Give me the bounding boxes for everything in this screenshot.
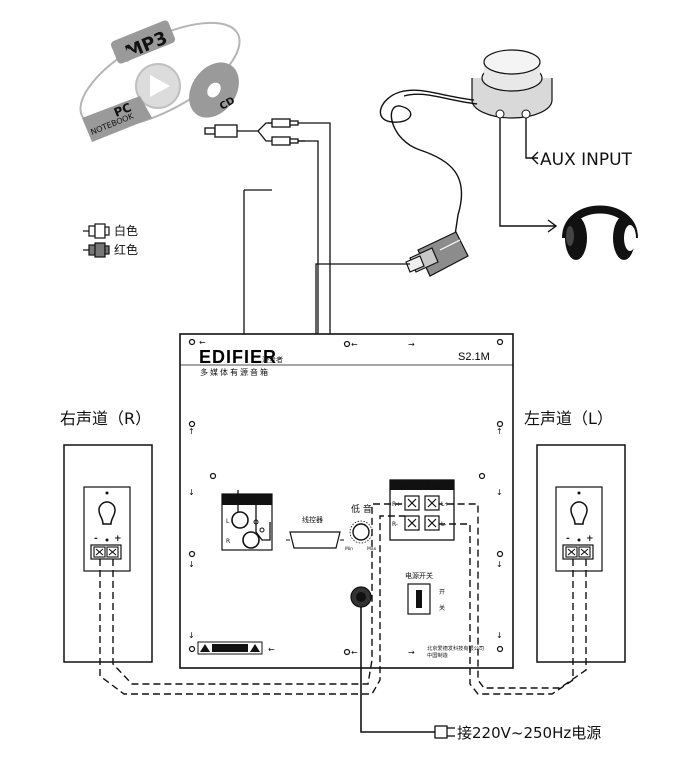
warning-icon [250,644,260,652]
warning-label-strip [197,641,263,655]
terminal-minus-label: - [94,534,98,544]
bass-label: 低 音 [351,503,372,515]
product-desc: 多媒体有源音箱 [200,367,270,377]
bass-max: Max [367,546,377,552]
terminal-minus-label: - [566,534,570,544]
power-plug-icon [434,725,448,739]
bass-min: Min [345,546,353,552]
left-channel-label: 左声道（L） [524,409,613,428]
controller-aux-jack-icon [521,109,531,119]
controller-cable [379,89,478,236]
small-arrow-icon: ← [199,338,206,347]
company-line1: 北京爱德发科技有限公司 [427,644,484,652]
keyhole-mount-icon [570,501,588,525]
small-arrow-icon: ← [268,645,275,654]
small-arrow-icon: → [408,648,415,657]
terminal-plus-label: + [586,534,594,544]
line-in-R-text: R [226,538,230,545]
small-arrow-icon: ↓ [188,488,195,497]
play-arrow-icon [127,48,139,62]
line-in-L-text: L [226,518,230,525]
controller-port-label: 线控器 [302,515,323,524]
cd-disc-icon: CD [189,62,239,118]
controller-db9-connector [405,231,469,277]
power-switch-block: 电源开关 开 关 [405,571,445,615]
screw-icon [478,472,486,480]
small-arrow-icon: ↑ [496,427,503,436]
power-on-label: 开 [439,589,445,596]
line-in-panel: 线路输入 L R [221,493,273,551]
screw-icon [209,472,217,480]
screw-icon [188,550,196,558]
small-arrow-icon: ↓ [496,488,503,497]
controller-port[interactable]: 线控器 [286,515,344,549]
line-in-R-jack[interactable] [242,531,260,549]
legend-red-plug-icon [83,242,110,258]
small-arrow-icon: ↑ [188,427,195,436]
power-switch-label: 电源开关 [405,571,433,580]
legend: 白色 红色 [83,223,138,258]
power-cord [360,607,455,739]
aux-input-label: AUX INPUT [540,150,633,170]
brand-sub: 漫步者 [262,355,283,364]
screw-icon [188,420,196,428]
satellite-output-panel: 输出至卫星箱 R+ L+ R- L- [389,479,455,541]
small-arrow-icon: ↓ [496,631,503,640]
legend-red-label: 红色 [114,242,138,257]
screw-icon [496,420,504,428]
model-number: S2.1M [458,351,490,363]
brand-logo: EDIFIER [199,347,277,367]
right-channel-label: 右声道（R） [60,409,151,428]
terminal-R-minus-label: R- [392,521,398,528]
legend-white-label: 白色 [114,223,138,238]
right-channel-speaker: - + [63,444,153,663]
warning-icon [200,644,210,652]
play-icon [150,75,170,97]
small-arrow-icon: ↓ [188,631,195,640]
company-line2: 中国制造 [427,651,449,659]
legend-white-plug-icon [83,223,110,239]
headphones-icon [562,205,638,260]
screw-icon [496,645,504,653]
small-arrow-icon: ↓ [496,560,503,569]
screw-icon [343,340,351,348]
bass-knob[interactable] [352,523,370,541]
mp3-badge: MP3 [110,20,176,64]
bass-control: 低 音 Min Max [345,503,377,552]
keyhole-mount-icon [98,501,116,525]
power-off-label: 关 [439,604,445,612]
line-in-L-jack[interactable] [231,511,249,529]
screw-icon [188,645,196,653]
subwoofer-back-panel: EDIFIER 漫步者 多媒体有源音箱 S2.1M 线路输入 L R 线控器 [179,333,514,669]
pc-notebook-badge: PC NOTEBOOK [82,96,152,142]
power-cord-socket [350,586,372,608]
small-arrow-icon: ↓ [188,560,195,569]
controller-phone-jack-icon [495,109,505,119]
terminal-L-plus-label: L+ [441,501,449,508]
left-channel-speaker: - + [536,444,626,663]
line-in-label: 线路输入 [229,495,261,505]
aux-lines [499,118,558,233]
small-arrow-icon: → [408,340,415,349]
pc-text: PC [112,100,134,120]
small-arrow-icon: ← [351,340,358,349]
terminal-plus-label: + [114,534,122,544]
wired-controller [471,49,553,119]
screw-icon [188,338,196,346]
screw-icon [496,550,504,558]
speaker-cables [99,503,587,695]
screw-icon [496,338,504,346]
power-label: 接220V~250Hz电源 [457,724,601,742]
output-label: 输出至卫星箱 [397,481,439,490]
screw-icon [343,648,351,656]
small-arrow-icon: ← [351,648,358,657]
